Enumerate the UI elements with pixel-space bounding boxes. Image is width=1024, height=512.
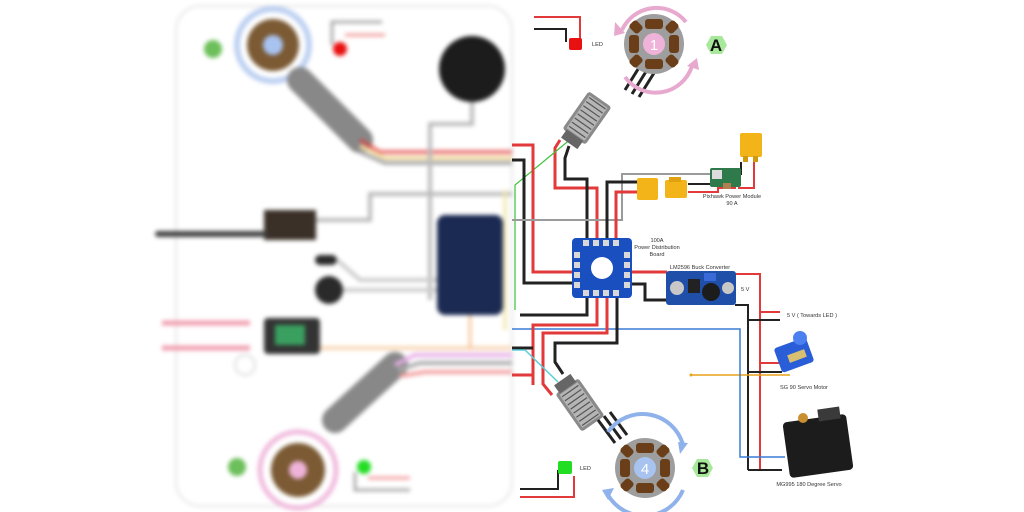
rotation-arrow-cw-icon (623, 65, 694, 95)
power-distribution-board (572, 238, 632, 298)
motor-top-left (204, 6, 385, 84)
receiver-icon (264, 210, 316, 240)
power-module (710, 168, 741, 189)
xt60-battery-connector (740, 133, 762, 162)
pdb-label-rating: 100A (650, 238, 663, 244)
badge-label-a: A (710, 36, 722, 55)
direction-badge (692, 459, 713, 477)
motor-4: 4 B (596, 411, 713, 512)
direction-badge (706, 36, 727, 54)
motor-number: 1 (650, 37, 658, 54)
led-supply-label: 5 V ( Towards LED ) (787, 313, 837, 319)
xt60-connector-female (637, 178, 658, 200)
esc-bottom (554, 373, 604, 431)
pdb-label-name: Power Distribution (634, 245, 679, 251)
sg90-label: SG 90 Servo Motor (780, 385, 828, 391)
led-label-top: LED (592, 42, 603, 48)
mg995-servo (782, 406, 854, 478)
gps-icon (439, 36, 505, 102)
esc-top (561, 92, 611, 150)
power-module-label: Pixhawk Power Module (703, 194, 761, 200)
buck-converter-label: LM2596 Buck Converter (670, 265, 730, 271)
xt60-connector-male (665, 177, 687, 198)
pdb-label-board: Board (650, 252, 665, 258)
mg995-label: MG995 180 Degree Servo (776, 482, 841, 488)
led-red-icon (569, 38, 582, 50)
motor-number: 4 (641, 461, 649, 478)
motor-bottom-left (228, 429, 410, 511)
power-module-rating: 90 A (726, 201, 737, 207)
motor-1: 1 A (614, 6, 727, 98)
badge-label-b: B (697, 459, 709, 478)
blurred-left-panel (155, 5, 513, 511)
rotation-arrow-cw-icon (606, 412, 685, 446)
sg90-servo (774, 331, 814, 373)
wires (512, 16, 790, 498)
rotation-arrow-ccw-icon (606, 489, 685, 512)
rotation-arrow-ccw-icon (620, 6, 688, 31)
led-green-icon (558, 461, 572, 474)
flight-controller-icon (437, 215, 503, 315)
buck-converter (666, 271, 736, 305)
led-label-bottom: LED (580, 466, 591, 472)
buck-output-label: 5 V (741, 287, 750, 293)
